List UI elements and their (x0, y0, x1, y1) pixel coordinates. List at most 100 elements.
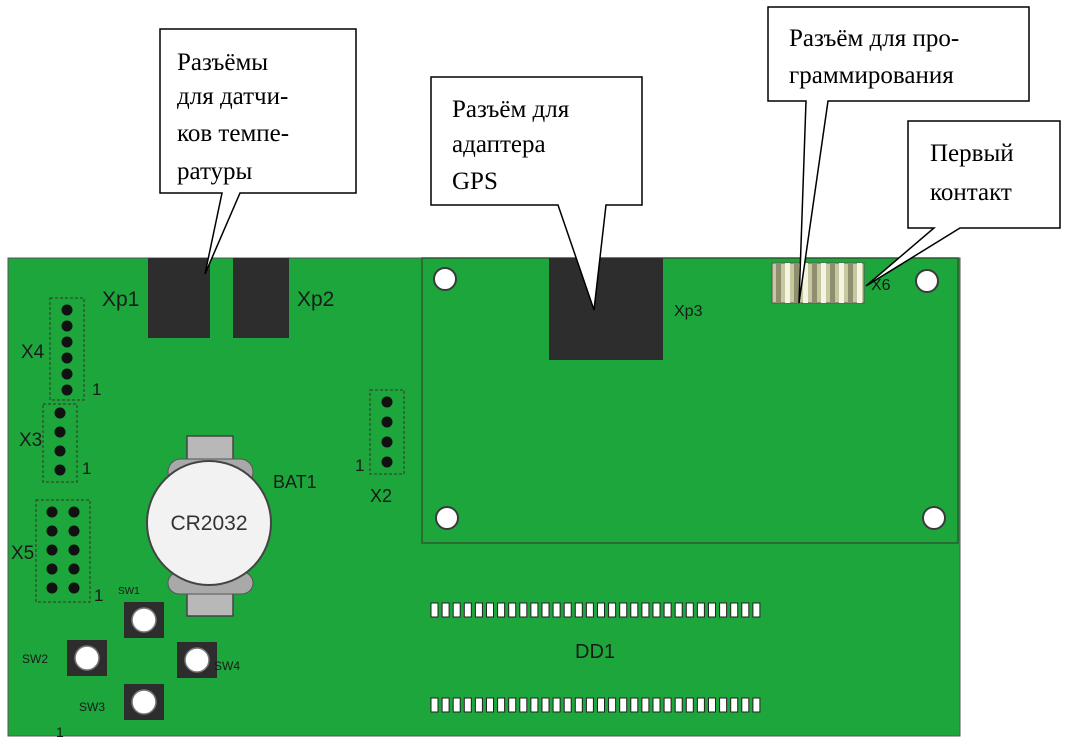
dd1-pin (641, 697, 650, 713)
battery-holder (146, 435, 272, 617)
dd1-pin (441, 697, 450, 713)
svg-text:ратуры: ратуры (177, 158, 253, 185)
dd1-pin (685, 697, 694, 713)
callout-first-contact (865, 120, 1061, 287)
xp2-label: Xp2 (297, 288, 334, 311)
dd1-pin (563, 697, 572, 713)
x3-header (42, 403, 78, 483)
x6-pin (803, 263, 808, 303)
mounting-hole (922, 506, 946, 530)
x6-pin (848, 263, 853, 303)
x6-label: X6 (871, 277, 891, 294)
x4-pin1-label: 1 (92, 380, 101, 399)
dd1-pin (696, 602, 705, 618)
x5-pin (46, 544, 58, 556)
dd1-pin (674, 602, 683, 618)
x4-pin (61, 384, 73, 396)
dd1-pin (663, 697, 672, 713)
dd1-pin (608, 602, 617, 618)
sw1-switch (124, 602, 164, 638)
dd1-pin (674, 697, 683, 713)
svg-text:GPS: GPS (452, 168, 498, 195)
x4-header (49, 297, 85, 401)
battery-cell (146, 460, 272, 586)
dd1-pin (474, 602, 483, 618)
x4-pin (61, 368, 73, 380)
callout-first-contact-text: Первый контакт (930, 140, 1014, 206)
dd1-pin (541, 602, 550, 618)
sw3-label: SW3 (79, 700, 105, 714)
x2-header (369, 389, 405, 475)
dd1-pin (497, 697, 506, 713)
dd1-pin (630, 602, 639, 618)
svg-text:адаптера: адаптера (452, 131, 546, 158)
x4-label: X4 (21, 342, 45, 363)
dd1-pin (508, 697, 517, 713)
sw4-switch (177, 642, 217, 678)
x5-pin1-label: 1 (94, 586, 103, 605)
dd1-pin (719, 602, 728, 618)
dd1-pin-row-top (430, 602, 761, 618)
dd1-pin (552, 602, 561, 618)
dd1-pin (552, 697, 561, 713)
dd1-pin (486, 602, 494, 618)
gps-module-area (421, 257, 959, 544)
x4-pin (61, 336, 73, 348)
dd1-pin (463, 602, 472, 618)
svg-text:ков темпе-: ков темпе- (177, 120, 289, 147)
dd1-pin (508, 602, 517, 618)
x6-pin (839, 263, 844, 303)
mounting-hole (433, 267, 457, 291)
x5-label: X5 (11, 543, 34, 564)
x3-label: X3 (19, 430, 42, 451)
svg-text:Первый: Первый (930, 140, 1014, 167)
x6-pin (776, 263, 781, 303)
callout-programming-text: Разъём для про- граммирования (789, 25, 959, 89)
x2-pin1-label: 1 (355, 456, 364, 475)
mounting-hole (435, 506, 459, 530)
battery-label: CR2032 (170, 512, 247, 535)
dd1-pin (585, 697, 594, 713)
x6-pin (794, 263, 799, 303)
svg-text:для датчи-: для датчи- (177, 83, 288, 110)
dd1-pin (652, 697, 661, 713)
x5-pin (68, 563, 80, 575)
x6-pin (821, 263, 826, 303)
svg-text:Разъём для про-: Разъём для про- (789, 25, 959, 52)
dd1-pin (741, 602, 750, 618)
x5-pin (68, 506, 80, 518)
dd1-pin (452, 602, 461, 618)
dd1-pin (752, 602, 761, 618)
sw3-switch (124, 684, 164, 720)
x2-pin (381, 416, 393, 428)
dd1-pin (730, 602, 739, 618)
dd1-label: DD1 (575, 641, 615, 663)
dd1-pin (696, 697, 705, 713)
x5-header (35, 499, 91, 603)
dd1-pin (730, 697, 739, 713)
x4-pin (61, 304, 73, 316)
dd1-pin (497, 602, 506, 618)
dd1-pin (519, 697, 528, 713)
xp1-connector (148, 258, 210, 338)
dd1-pin (541, 697, 550, 713)
svg-text:Разъёмы: Разъёмы (177, 49, 268, 76)
x3-pin (54, 464, 66, 476)
callout-programming (767, 6, 1030, 304)
bat1-label: BAT1 (273, 472, 317, 492)
xp2-connector (233, 258, 289, 338)
sw4-label: SW4 (214, 659, 240, 673)
dd1-pin (652, 602, 661, 618)
dd1-pin (708, 602, 716, 618)
callout-gps-adapter (430, 76, 643, 311)
dd1-pin (708, 697, 716, 713)
pin1-label-bottom: 1 (56, 724, 64, 740)
dd1-pin (563, 602, 572, 618)
x2-pin (381, 456, 393, 468)
x3-pin1-label: 1 (82, 459, 91, 478)
x5-pin (46, 563, 58, 575)
xp3-connector (549, 258, 663, 360)
x3-pin (54, 407, 66, 419)
x5-pin (46, 506, 58, 518)
x6-pin (812, 263, 817, 303)
